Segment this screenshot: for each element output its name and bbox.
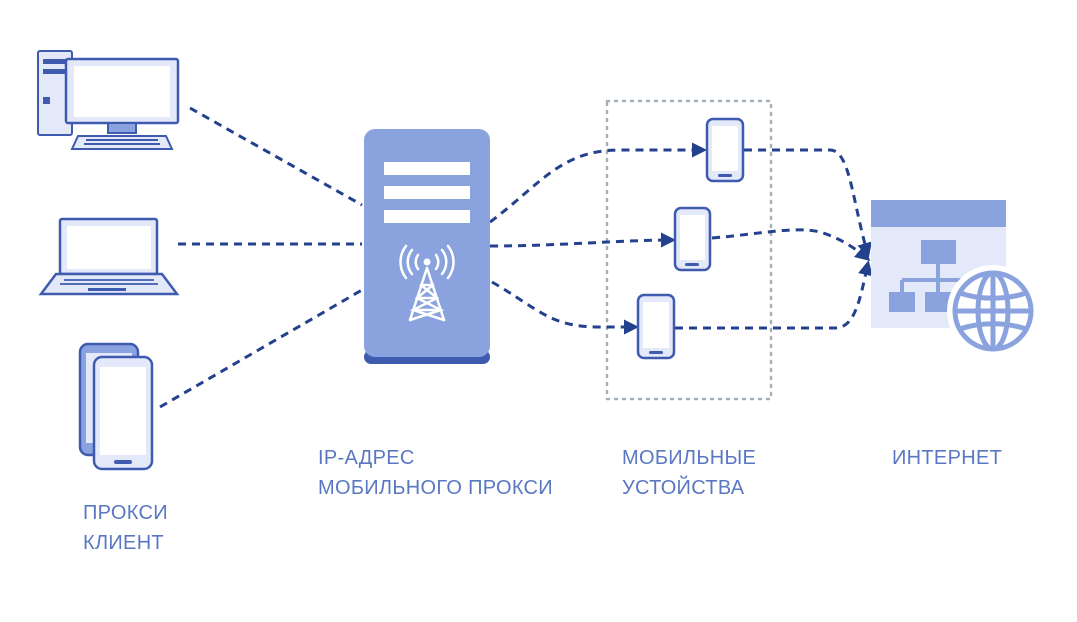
desktop-computer-icon xyxy=(37,50,180,150)
connector-server-mobile-3 xyxy=(491,280,639,335)
label-proxy-client-line-2: КЛИЕНТ xyxy=(83,532,164,554)
mobile-devices-group-frame xyxy=(605,99,773,401)
label-internet-line-1: ИНТЕРНЕТ xyxy=(892,447,1003,469)
label-proxy-client-line-1: ПРОКСИ xyxy=(83,502,168,524)
label-mobile-devices-line-1: МОБИЛЬНЫЕ xyxy=(622,447,757,469)
connector-mobile-1-internet xyxy=(744,148,872,258)
smartphone-icon xyxy=(673,206,712,272)
connector-server-mobile-2 xyxy=(489,232,676,248)
smartphone-icon xyxy=(636,293,676,360)
connector-mobile-2-internet xyxy=(711,228,871,261)
label-mobile-devices: МОБИЛЬНЫЕ УСТОЙСТВА xyxy=(622,443,756,503)
label-proxy-ip-line-1: IP-АДРЕС xyxy=(318,447,415,469)
connector-phones-server xyxy=(159,288,363,409)
cell-tower-icon xyxy=(399,244,455,322)
label-proxy-ip: IP-АДРЕС МОБИЛЬНОГО ПРОКСИ xyxy=(318,443,553,503)
label-proxy-ip-line-2: МОБИЛЬНОГО ПРОКСИ xyxy=(318,477,553,499)
connector-mobile-3-internet xyxy=(675,260,873,330)
connector-desktop-server xyxy=(189,106,363,207)
proxy-server-icon xyxy=(364,129,490,364)
sitemap-globe-icon xyxy=(871,200,1039,357)
connector-server-mobile-1 xyxy=(489,142,707,224)
label-internet: ИНТЕРНЕТ xyxy=(892,443,1002,473)
label-mobile-devices-line-2: УСТОЙСТВА xyxy=(622,477,745,499)
laptop-icon xyxy=(38,217,180,296)
smartphone-icon xyxy=(705,117,745,183)
smartphones-icon xyxy=(78,342,154,471)
label-proxy-client: ПРОКСИ КЛИЕНТ xyxy=(83,498,168,558)
